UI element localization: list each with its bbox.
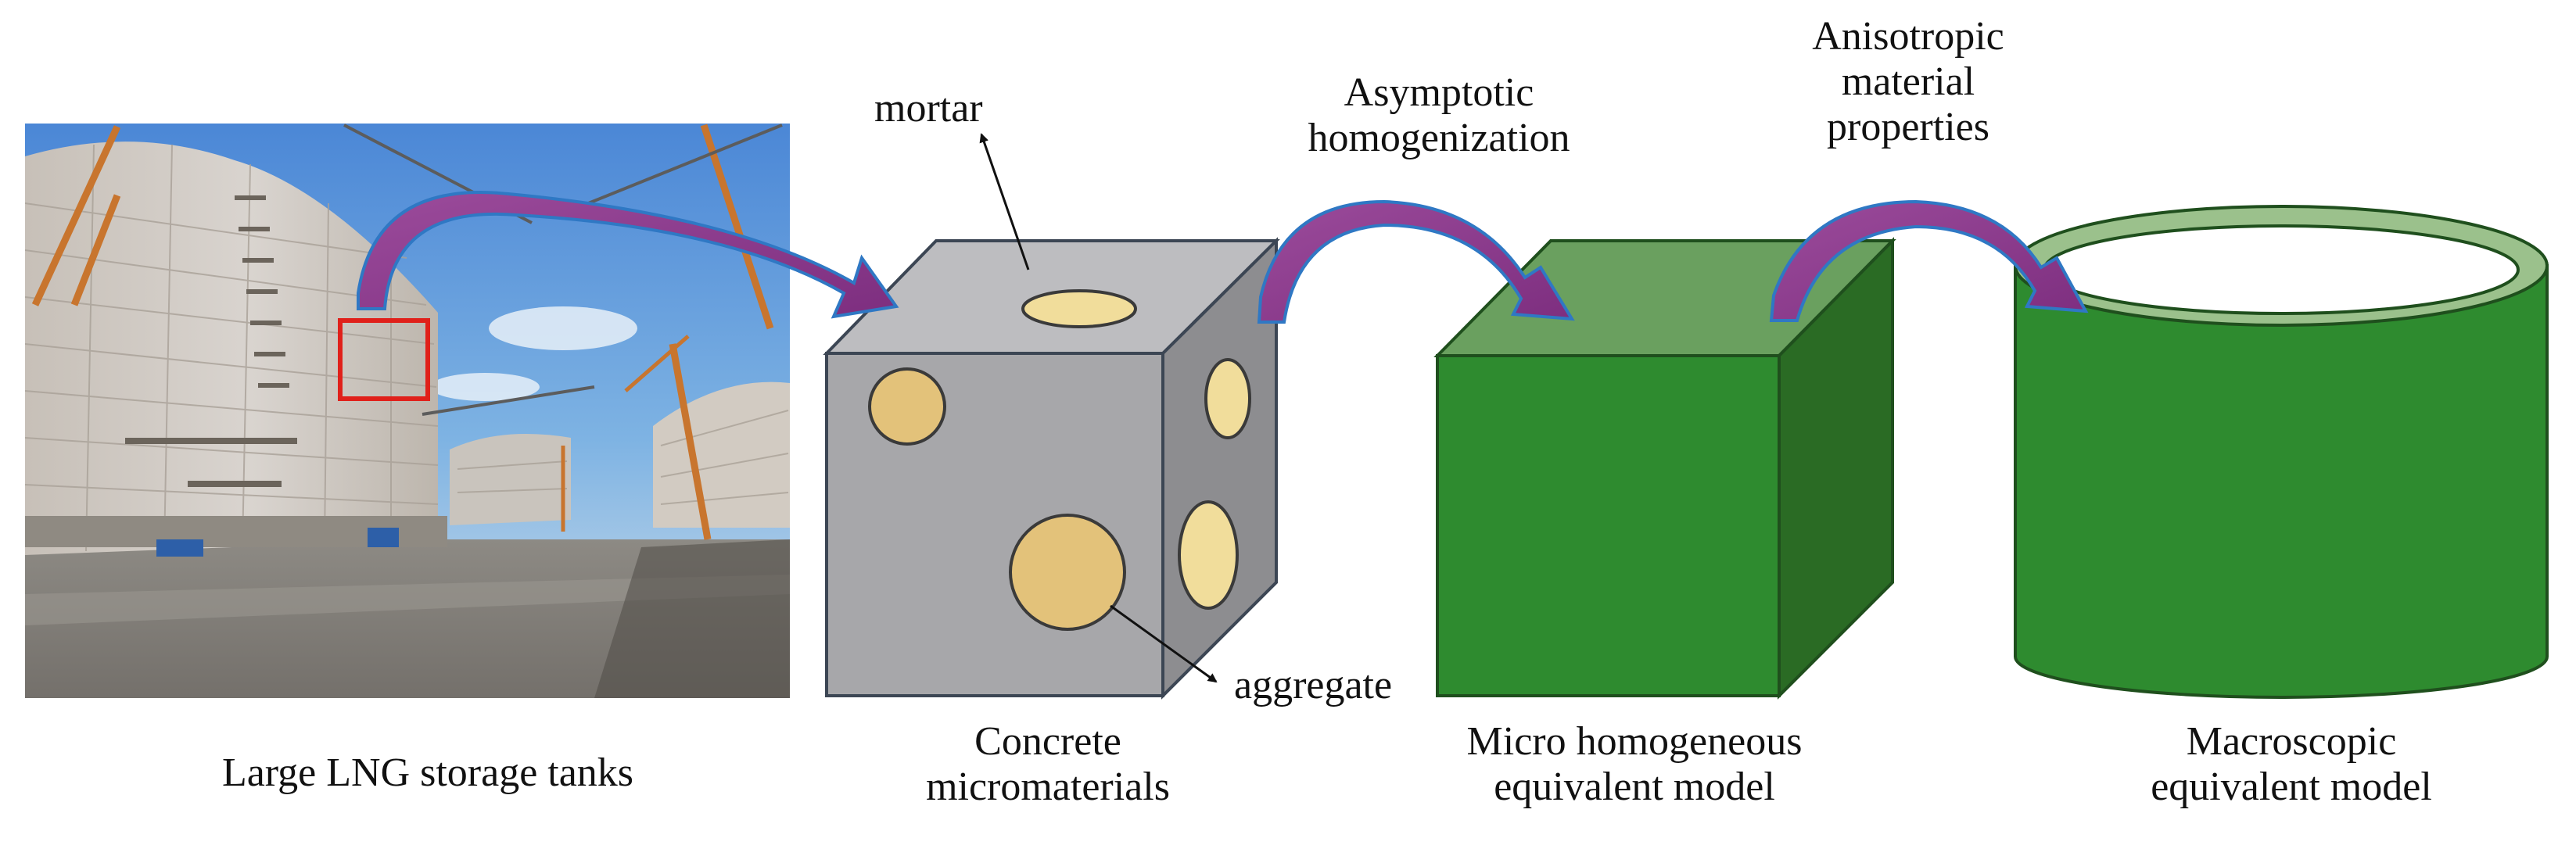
aggregate-particle (868, 367, 946, 446)
cloud (489, 306, 637, 350)
cloud (430, 373, 540, 401)
anisotropic-line2: material (1841, 59, 1975, 105)
aggregate-particle (1204, 358, 1251, 439)
aggregate-particle (1009, 514, 1126, 631)
anisotropic-line1: Anisotropic (1812, 14, 2004, 59)
mortar-label: mortar (874, 86, 983, 131)
macro-model-caption: Macroscopic equivalent model (2072, 719, 2510, 810)
curved-arrow-icon (357, 191, 899, 319)
homogenization-line2: homogenization (1308, 116, 1570, 161)
gravel (594, 539, 790, 698)
equipment (368, 528, 399, 547)
aggregate-particle (1021, 289, 1137, 328)
concrete-cube (823, 133, 1280, 700)
photo-caption: Large LNG storage tanks (221, 750, 634, 795)
road-edge (25, 575, 790, 625)
anisotropic-line3: properties (1827, 105, 1989, 150)
cylinder-hole (2043, 224, 2520, 315)
micro-model-caption-line2: equivalent model (1494, 765, 1775, 810)
anisotropic-label: Anisotropic material properties (1791, 14, 2025, 151)
micro-model-caption: Micro homogeneous equivalent model (1400, 719, 1869, 810)
micro-model-caption-line1: Micro homogeneous (1466, 719, 1803, 764)
equipment (156, 539, 203, 557)
green-cube-side (1778, 237, 1894, 700)
distant-tank (450, 434, 571, 525)
aggregate-label: aggregate (1234, 663, 1393, 707)
curved-arrow-icon (1257, 199, 1575, 324)
large-tank (25, 141, 438, 556)
homogeneous-cube (1433, 237, 1896, 700)
pointer-arrow-icon (979, 133, 1030, 270)
concrete-caption: Concrete micromaterials (860, 719, 1236, 810)
homogenization-label: Asymptotic homogenization (1298, 70, 1580, 161)
curved-arrow-icon (1769, 199, 2089, 322)
green-cube-front (1436, 354, 1781, 697)
aggregate-particle (1178, 500, 1239, 610)
cylinder-body (2014, 264, 2549, 699)
homogenization-line1: Asymptotic (1344, 70, 1534, 115)
macro-model-caption-line1: Macroscopic (2186, 719, 2397, 764)
concrete-caption-line2: micromaterials (926, 765, 1170, 810)
hollow-cylinder (2014, 205, 2549, 699)
pointer-arrow-icon (1110, 604, 1218, 683)
sample-highlight-box (338, 318, 430, 401)
tank-stairs (125, 195, 297, 487)
concrete-caption-line1: Concrete (974, 719, 1121, 764)
crane (31, 124, 774, 540)
macro-model-caption-line2: equivalent model (2151, 765, 2432, 810)
